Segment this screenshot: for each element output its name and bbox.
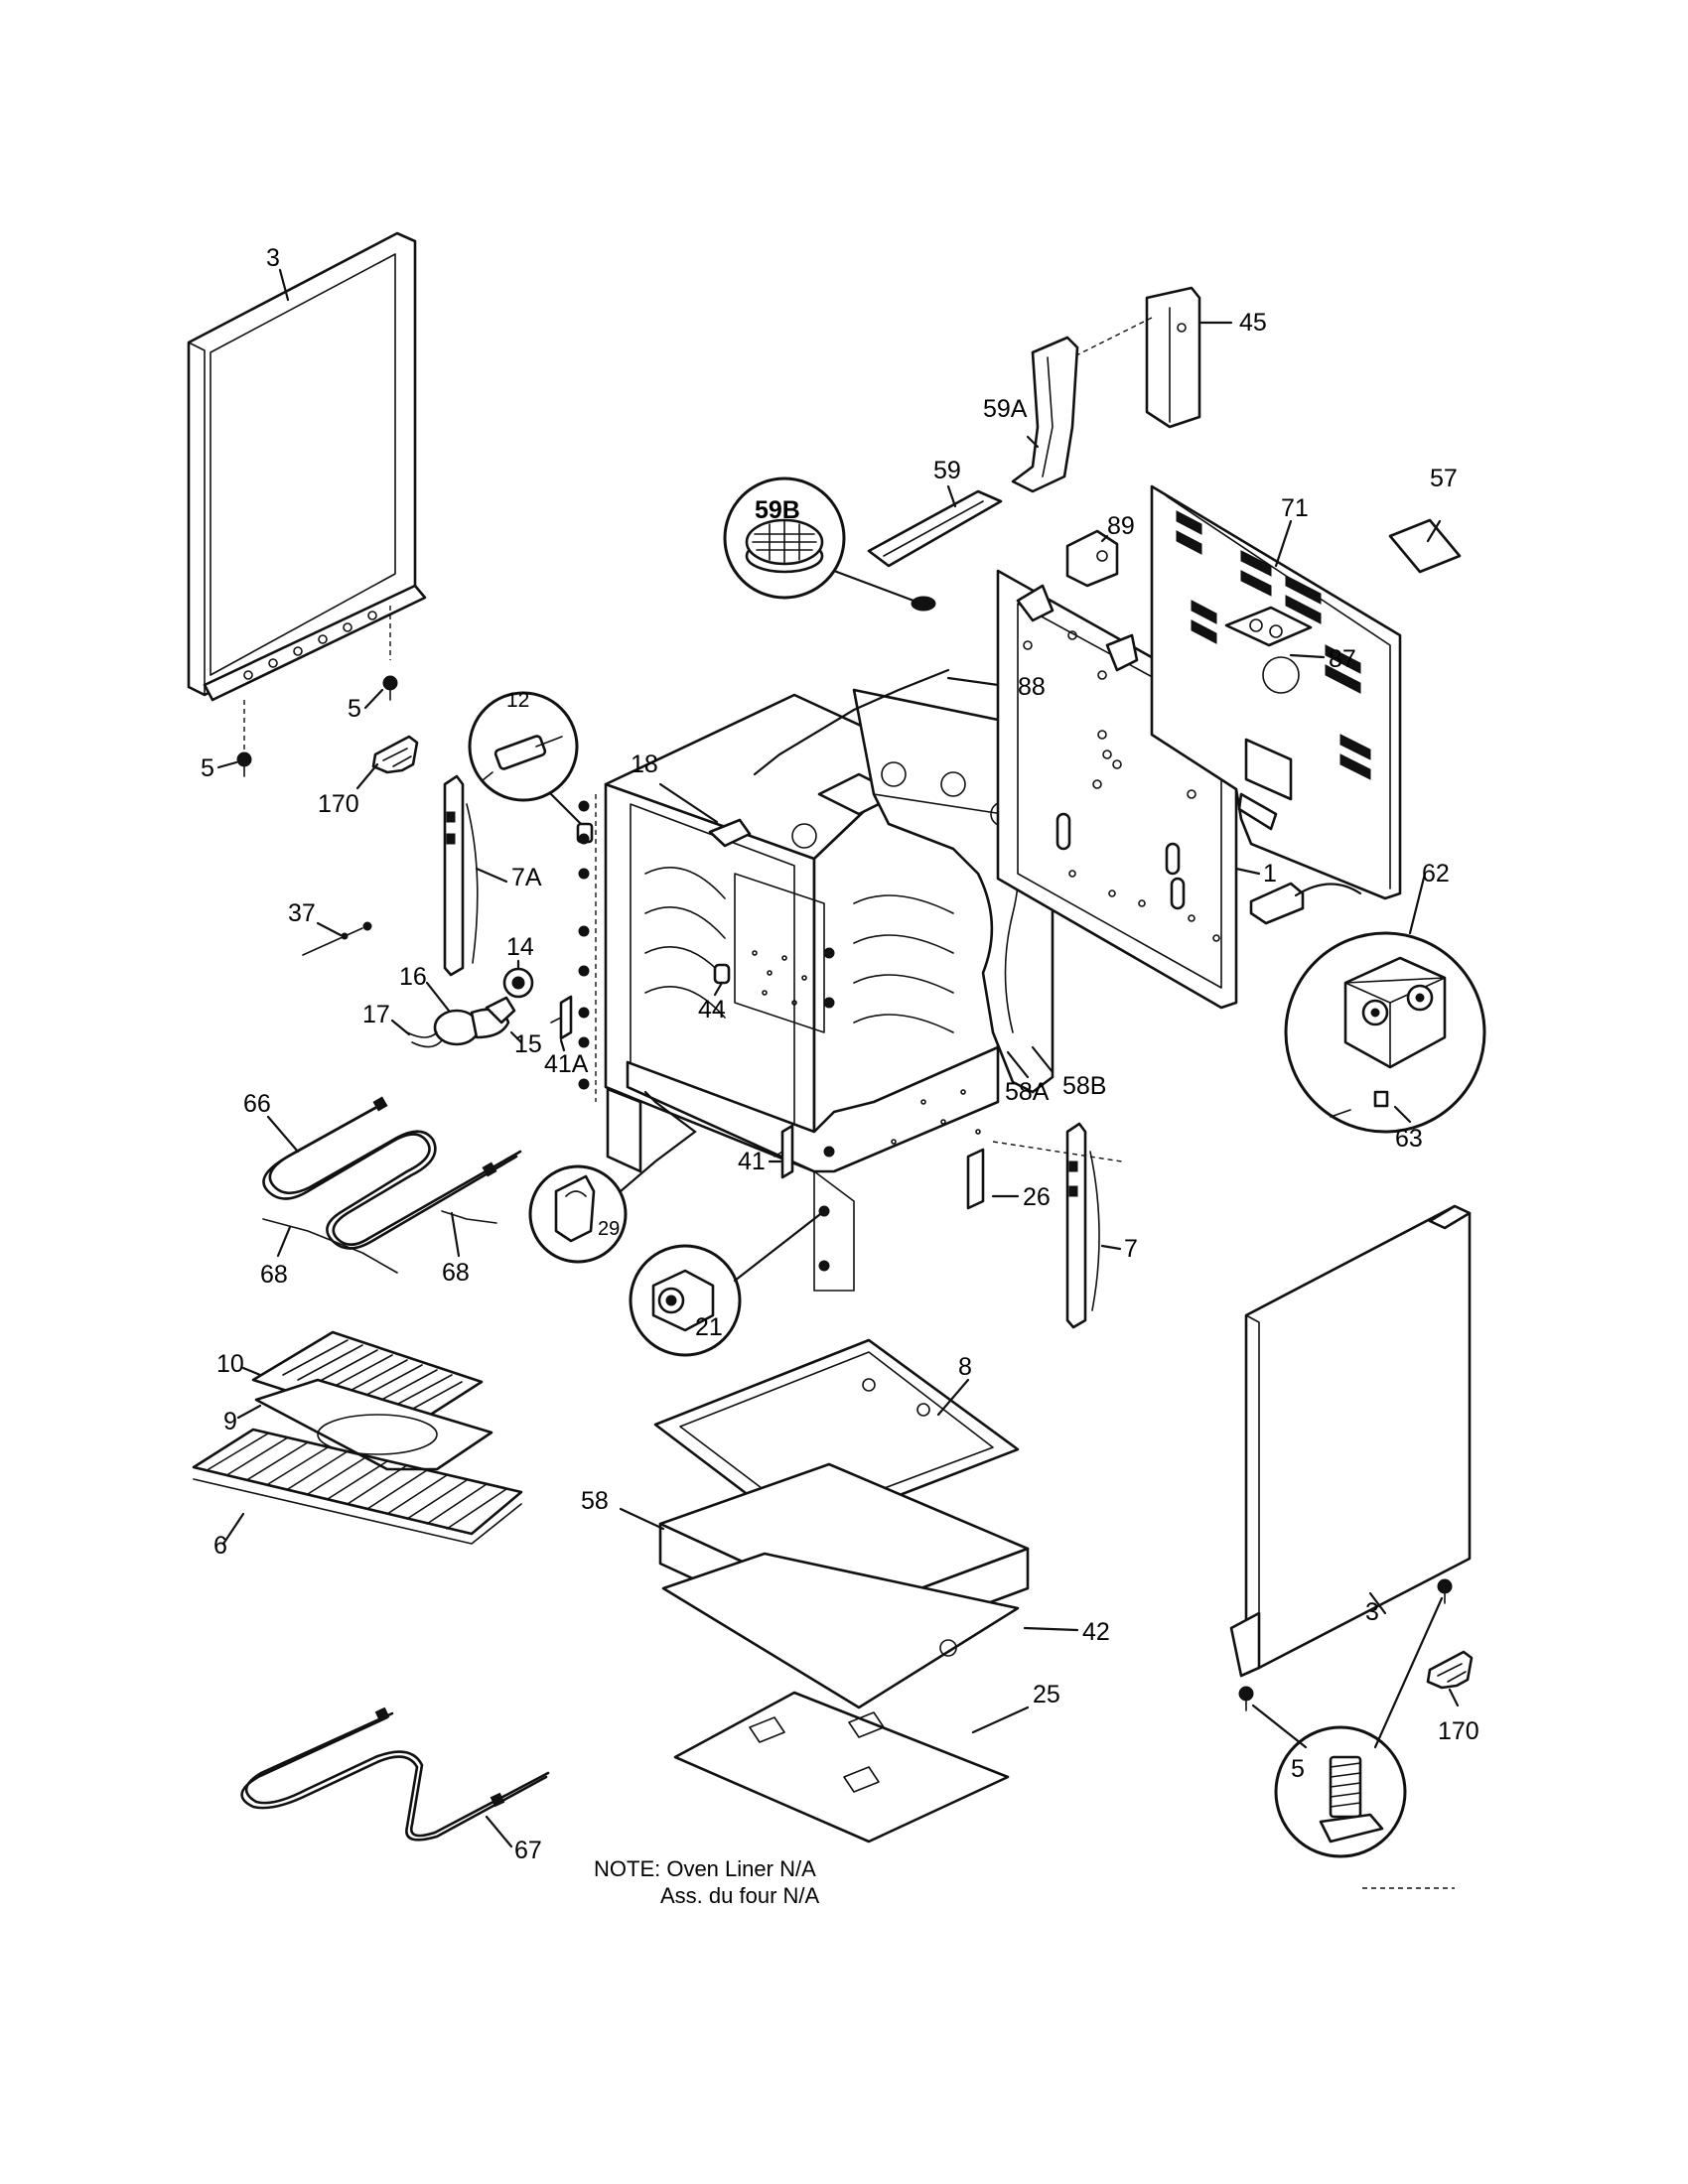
frame-screws-right [818,947,835,1272]
label-45: 45 [1239,309,1267,337]
light-socket-14 [502,967,534,999]
label-12: 12 [506,689,529,712]
oven-rack-6 [192,1428,523,1545]
note-line-2: Ass. du four N/A [660,1883,820,1908]
bake-element-67 [240,1706,550,1842]
label-68-right: 68 [442,1259,470,1287]
label-26: 26 [1023,1183,1051,1211]
label-63: 63 [1395,1125,1423,1153]
label-18: 18 [631,751,658,778]
label-7a: 7A [511,864,542,891]
bracket-41a [550,995,573,1040]
leveling-screw-left-rear [382,675,398,701]
label-57: 57 [1430,465,1458,492]
drawer-glide-25 [673,1691,1010,1843]
frame-screws-left [578,800,590,1090]
left-side-panel [187,231,427,702]
label-29: 29 [598,1218,620,1240]
label-6: 6 [213,1532,227,1560]
leader-3a [278,268,290,302]
vent-grille-small [911,596,936,612]
broil-wire-68a [262,1218,398,1274]
label-5-callout: 5 [1291,1755,1305,1783]
label-37: 37 [288,899,316,927]
label-58: 58 [581,1487,609,1515]
wire-harness-88 [753,668,950,776]
label-10: 10 [216,1350,244,1378]
hinge-receptacle-18 [708,818,752,848]
label-17: 17 [362,1001,390,1028]
label-1: 1 [1263,860,1277,887]
hinge-7a [443,774,479,977]
right-side-panel [1229,1204,1472,1678]
label-plate-57 [1388,518,1462,574]
rear-cover-71 [1150,484,1402,900]
label-3-left: 3 [266,244,280,272]
leveling-screw-right-front [1238,1686,1254,1711]
duct-59 [867,489,1003,568]
broil-element-66 [262,1096,522,1250]
label-68-left: 68 [260,1261,288,1289]
terminal-block-icon [1343,956,1447,1069]
bracket-41 [774,1124,794,1179]
label-59b: 59B [755,496,800,524]
leveling-screw-left-front [236,751,252,777]
label-14: 14 [506,933,534,961]
bracket-89 [1065,529,1119,588]
label-42: 42 [1082,1618,1110,1646]
lamp-clip-17 [406,1031,443,1048]
light-socket-44 [713,963,731,985]
duct-45 [1145,286,1201,429]
duct-59a [1011,336,1079,493]
hinge-7 [1065,1122,1100,1329]
oven-liner-note: NOTE: Oven Liner N/A Ass. du four N/A [594,1856,820,1908]
label-170-right: 170 [1438,1717,1479,1745]
leveling-screw-right-rear [1437,1578,1453,1604]
hinge-receptacle-26 [966,1148,985,1210]
grommet-21-icon [651,1269,715,1332]
terminal-screw-63 [1330,1090,1389,1118]
label-59a: 59A [983,395,1028,423]
label-3-right: 3 [1365,1598,1379,1626]
sensor-plug-icon [482,735,563,781]
terminal-block-small [1249,882,1362,925]
label-21: 21 [695,1313,723,1341]
label-25: 25 [1033,1681,1060,1708]
label-62: 62 [1422,860,1450,887]
label-8: 8 [958,1353,972,1381]
label-5-left-rear: 5 [348,695,361,723]
label-7: 7 [1124,1235,1138,1263]
label-59: 59 [933,457,961,484]
label-89: 89 [1107,512,1135,540]
anti-tip-bracket-left [371,735,419,774]
note-line-1: NOTE: Oven Liner N/A [594,1856,816,1881]
part-labels: 3 5 5 170 12 18 7A 37 14 16 17 15 41A 44… [201,244,1479,1864]
label-41a: 41A [544,1050,589,1078]
label-16: 16 [399,963,427,991]
broil-wire-68b [441,1210,497,1224]
wire-37 [302,921,372,956]
plate-87 [1224,606,1313,647]
label-41: 41 [738,1148,766,1175]
clip-29-icon [554,1174,596,1243]
label-5-left-front: 5 [201,754,214,782]
label-15: 15 [514,1030,542,1058]
label-71: 71 [1281,494,1309,522]
label-58b: 58B [1062,1072,1106,1100]
label-170-left: 170 [318,790,359,818]
label-9: 9 [223,1408,237,1435]
label-44: 44 [698,996,726,1024]
label-88: 88 [1018,673,1046,701]
bulb-15 [485,996,516,1024]
label-67: 67 [514,1837,542,1864]
leveling-leg-icon [1319,1755,1384,1843]
drawer-bottom-42 [661,1552,1020,1709]
anti-tip-bracket-right [1426,1650,1474,1690]
label-87: 87 [1329,645,1356,673]
label-58a: 58A [1005,1078,1050,1106]
vent-grille-icon [745,518,824,574]
label-66: 66 [243,1090,271,1118]
